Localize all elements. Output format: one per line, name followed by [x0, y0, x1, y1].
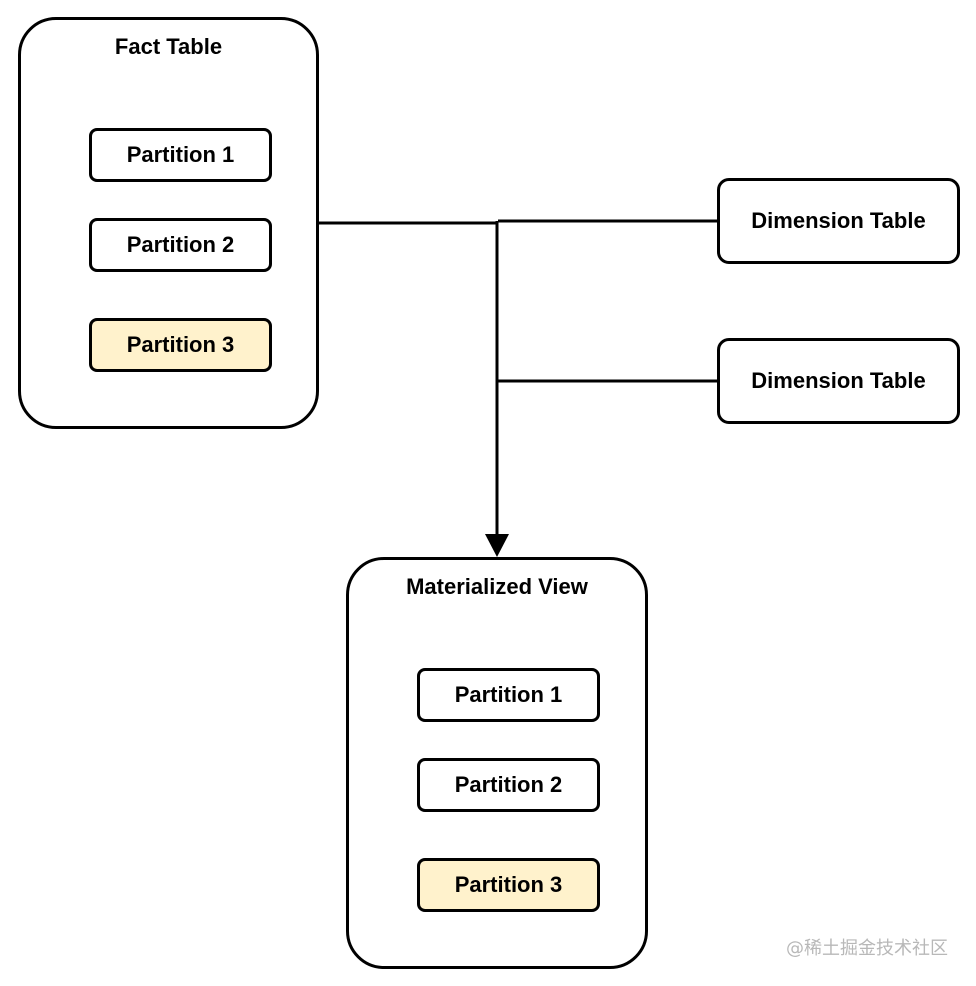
fact-partition-2[interactable]: Partition 2: [89, 218, 272, 272]
fact-partition-1[interactable]: Partition 1: [89, 128, 272, 182]
mv-partition-1[interactable]: Partition 1: [417, 668, 600, 722]
materialized-view-title: Materialized View: [406, 574, 588, 599]
fact-partition-3[interactable]: Partition 3: [89, 318, 272, 372]
dimension-table-2[interactable]: Dimension Table: [717, 338, 960, 424]
arrowhead-down: [485, 534, 509, 557]
mv-partition-3[interactable]: Partition 3: [417, 858, 600, 912]
mv-partition-2[interactable]: Partition 2: [417, 758, 600, 812]
fact-table-title: Fact Table: [114, 34, 223, 59]
dimension-table-1[interactable]: Dimension Table: [717, 178, 960, 264]
fact-table-container: Fact Table Partition 1 Partition 2 Parti…: [18, 17, 319, 429]
watermark-text: @稀土掘金技术社区: [786, 938, 948, 959]
materialized-view-container: Materialized View Partition 1 Partition …: [346, 557, 648, 969]
